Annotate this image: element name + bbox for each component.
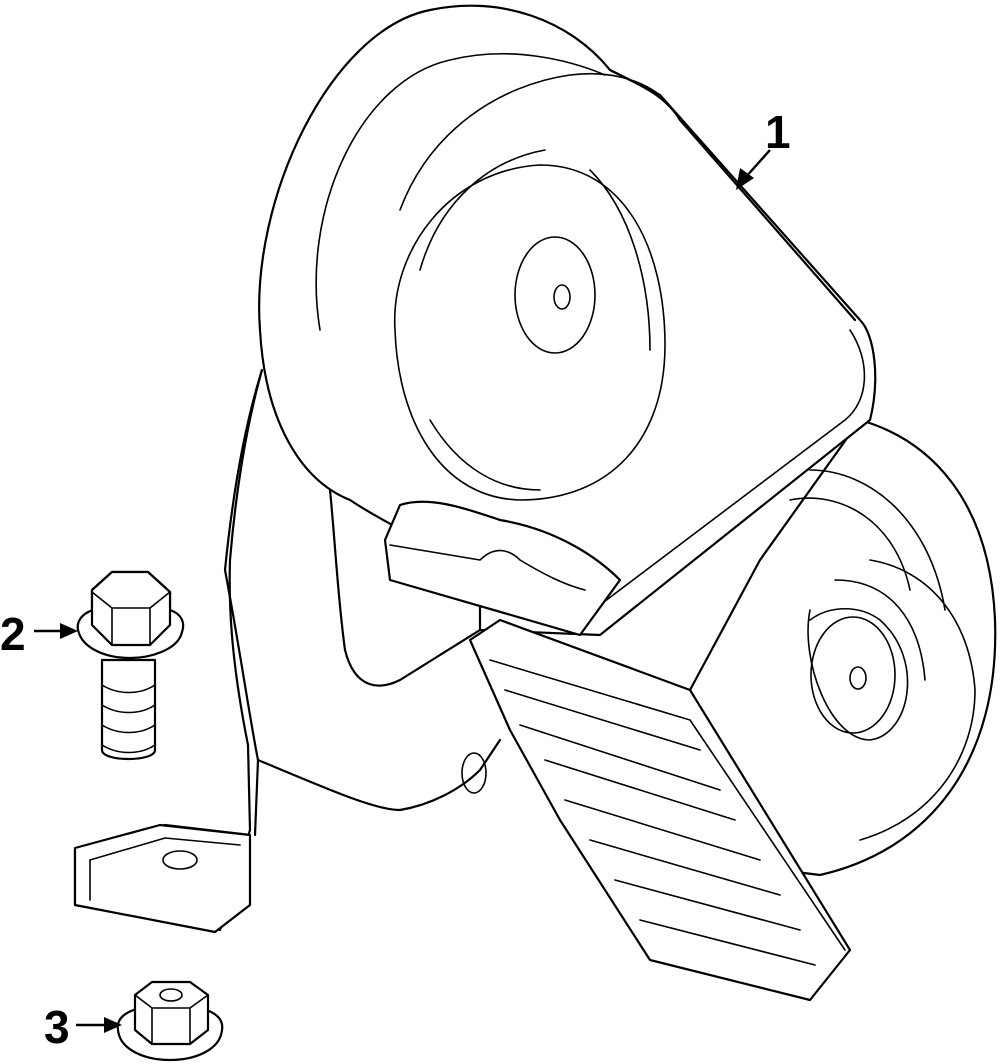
callout-3-label: 3: [44, 1001, 70, 1053]
callout-2: 2: [0, 608, 78, 660]
callout-1-label: 1: [765, 106, 791, 158]
horn-top-edge: [608, 68, 857, 322]
bolt[interactable]: [76, 570, 185, 760]
bracket-plate: [383, 500, 622, 637]
callout-2-label: 2: [0, 608, 26, 660]
front-horn-bell: [258, 4, 877, 637]
callout-3: 3: [44, 1001, 122, 1053]
horn-connector: [468, 618, 852, 1002]
callout-1: 1: [736, 106, 791, 190]
mounting-bracket: [73, 368, 502, 934]
nut[interactable]: [116, 980, 224, 1062]
horn-assembly[interactable]: [73, 4, 997, 1002]
horn-side-edge: [579, 329, 866, 621]
rear-horn-bell: [688, 418, 997, 877]
